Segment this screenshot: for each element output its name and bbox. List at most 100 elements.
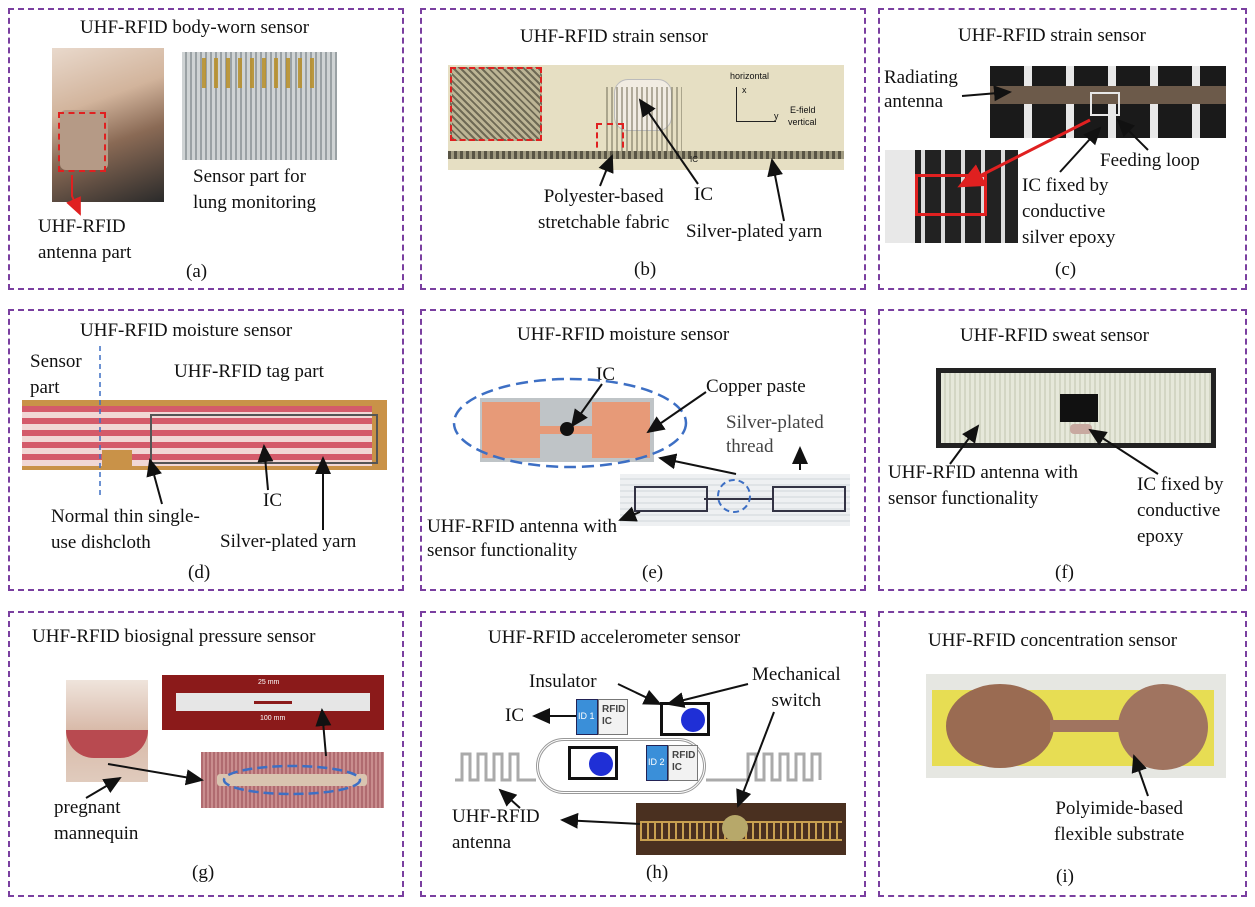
panel-b-title: UHF-RFID strain sensor: [520, 26, 708, 47]
closeup-white: [885, 150, 915, 243]
copper-ic-dot: [560, 422, 574, 436]
id1-text: ID 1: [578, 711, 595, 721]
inset-ic: IC: [690, 155, 698, 164]
inset-axis-vertical: [736, 87, 737, 121]
mannequin-band: [66, 730, 148, 758]
antenna-part-line2: antenna part: [38, 242, 132, 263]
thread-line1: Silver-plated: [726, 412, 824, 433]
panel-d-title: UHF-RFID moisture sensor: [80, 320, 293, 341]
strain-fabric-photo: horizontal x y E-field vertical IC: [448, 65, 844, 170]
accel-antenna-label: UHF-RFID antenna: [452, 806, 540, 854]
thread-line2: thread: [726, 436, 774, 457]
mannequin-line1: pregnant: [54, 797, 121, 818]
tag-yarn-outline: [150, 414, 378, 464]
copper-pad-right: [592, 402, 650, 458]
panel-i-label: (i): [1056, 866, 1074, 887]
sweat-sensor-photo: [936, 368, 1216, 448]
id2-text: ID 2: [648, 757, 665, 767]
panel-e-title: UHF-RFID moisture sensor: [517, 324, 730, 345]
panel-b: [420, 8, 866, 290]
panel-h: [420, 611, 866, 897]
inset-y: y: [774, 111, 779, 121]
switch-line1: Mechanical: [752, 664, 841, 685]
sensor-part-line2: lung monitoring: [193, 192, 316, 213]
thread-tag-photo: [620, 474, 850, 526]
substrate-line2: flexible substrate: [1054, 824, 1185, 845]
radiating-label: Radiating antenna: [884, 67, 958, 113]
strain-closeup-photo: [885, 150, 1018, 243]
mannequin-photo: [66, 680, 148, 782]
sensor-stripes: [22, 406, 102, 466]
sensor-part-d-label: Sensor part: [30, 351, 82, 399]
pressure-antenna: [217, 774, 367, 786]
switch-line2: switch: [771, 690, 822, 711]
cad-feed: [254, 701, 292, 704]
meander-photo: [636, 803, 846, 855]
copper-ic-label: IC: [596, 364, 615, 385]
dim-25: 25 mm: [258, 679, 280, 686]
cad-drawing: 25 mm 100 mm: [162, 675, 384, 730]
copper-label: Copper paste: [706, 376, 806, 397]
accel-antenna-line2: antenna: [452, 832, 512, 853]
panel-c-title: UHF-RFID strain sensor: [958, 25, 1146, 46]
thread-feed: [704, 498, 772, 500]
dim-100: 100 mm: [260, 715, 286, 722]
inset-horizontal: horizontal: [730, 71, 770, 81]
tag-stripes: [102, 406, 132, 450]
antenna-highlight-box: [58, 112, 106, 172]
moisture-antenna-line2: sensor functionality: [427, 540, 578, 561]
panel-g-title: UHF-RFID biosignal pressure sensor: [32, 626, 316, 647]
id1-block: [576, 699, 598, 735]
ball-1: [681, 708, 705, 732]
sweat-antenna-line2: sensor functionality: [888, 488, 1039, 509]
rfid-ic-2-text: RFID IC: [672, 750, 695, 774]
thread-loop-right: [772, 486, 846, 512]
inset-x: x: [742, 85, 747, 95]
ic-fixed-line3: silver epoxy: [1022, 227, 1116, 248]
shoulder-photo: [52, 48, 164, 202]
strain-ic-label: IC: [694, 184, 713, 205]
sweat-antenna-label: UHF-RFID antenna with sensor functionali…: [888, 462, 1078, 510]
rfid-ic-1-line1: RFID: [602, 704, 626, 715]
pad-right-disc: [1118, 684, 1208, 770]
panel-i: [878, 611, 1247, 897]
thread-label: Silver-plated thread: [726, 412, 824, 458]
sweat-ic-line2: conductive: [1137, 500, 1221, 521]
moisture-ic-label: IC: [263, 490, 282, 511]
accel-ic-label: IC: [505, 705, 524, 726]
sensor-part-d-line2: part: [30, 377, 60, 398]
dishcloth-line1: Normal thin single-: [51, 506, 200, 527]
silver-yarn: [448, 151, 844, 159]
sweat-ic: [1070, 424, 1092, 434]
rfid-ic-1-line2: IC: [602, 716, 612, 727]
panel-i-title: UHF-RFID concentration sensor: [928, 630, 1178, 651]
sweat-slot: [1060, 394, 1098, 422]
fabric-label: Polyester-based stretchable fabric: [538, 186, 669, 234]
ic-fixed-label: IC fixed by conductive silver epoxy: [1022, 175, 1115, 249]
fabric-line1: Polyester-based: [543, 186, 664, 207]
substrate-label: Polyimide-based flexible substrate: [1054, 798, 1184, 846]
sweat-ic-line1: IC fixed by: [1137, 474, 1224, 495]
substrate-line1: Polyimide-based: [1055, 798, 1184, 819]
panel-d: [8, 309, 404, 591]
panel-g: [8, 611, 404, 897]
copper-tag-photo: [480, 398, 654, 462]
panel-g-label: (g): [192, 862, 215, 883]
switch-2: [568, 746, 618, 780]
polyimide-photo: [926, 674, 1226, 778]
panel-e-label: (e): [642, 562, 664, 583]
closeup-highlight-box: [915, 174, 987, 216]
id2-block: [646, 745, 668, 781]
mannequin-label: pregnant mannequin: [54, 797, 138, 845]
zoom-inset: [450, 67, 542, 141]
feeding-loop-box: [1090, 92, 1120, 116]
moisture-antenna-line1: UHF-RFID antenna with: [427, 516, 617, 537]
panel-a-title: UHF-RFID body-worn sensor: [80, 17, 310, 38]
panel-c-label: (c): [1055, 259, 1077, 280]
strain-garment-photo: [990, 66, 1226, 138]
sensor-part-label: Sensor part for lung monitoring: [193, 166, 316, 214]
dishcloth-photo: [22, 400, 387, 470]
radiating-line2: antenna: [884, 91, 944, 112]
ball-2: [589, 752, 613, 776]
moisture-yarn-label: Silver-plated yarn: [220, 531, 357, 552]
